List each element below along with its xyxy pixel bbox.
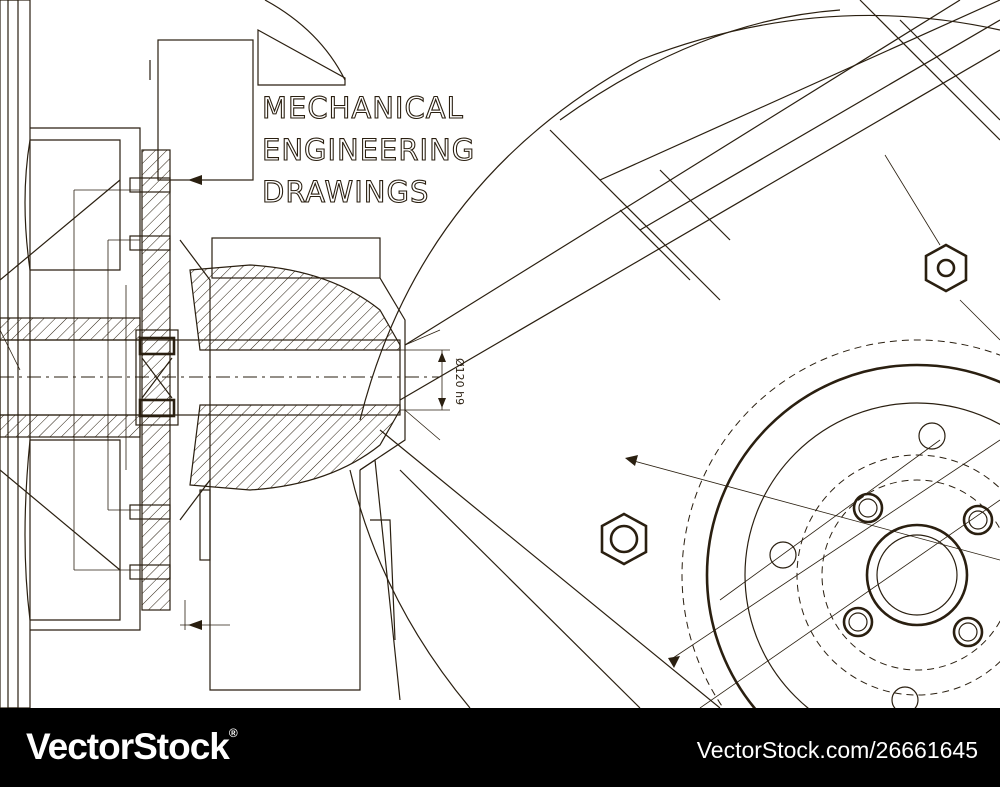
construction-lines	[379, 0, 1000, 708]
hex-nut-left	[600, 512, 648, 566]
left-assembly	[0, 0, 450, 708]
watermark-bar: VectorStock® VectorStock.com/26661645	[0, 708, 1000, 787]
watermark-brand-name: VectorStock	[26, 726, 230, 767]
diameter-dimension-label: Ø120 h9	[453, 358, 466, 405]
flange-disc	[625, 154, 1000, 708]
title-line-3: DRAWINGS	[262, 175, 429, 209]
engineering-drawing: MECHANICAL ENGINEERING DRAWINGS Ø120 h9	[0, 0, 1000, 708]
registered-mark: ®	[228, 726, 238, 740]
watermark-stock-id: VectorStock.com/26661645	[696, 737, 978, 763]
title-line-1: MECHANICAL	[262, 91, 464, 125]
watermark-brand: VectorStock®	[26, 726, 238, 768]
title-line-2: ENGINEERING	[262, 133, 475, 167]
drawing-title: MECHANICAL ENGINEERING DRAWINGS	[261, 90, 475, 209]
background-arcs	[264, 0, 1000, 708]
hex-nut-upper	[924, 243, 968, 293]
